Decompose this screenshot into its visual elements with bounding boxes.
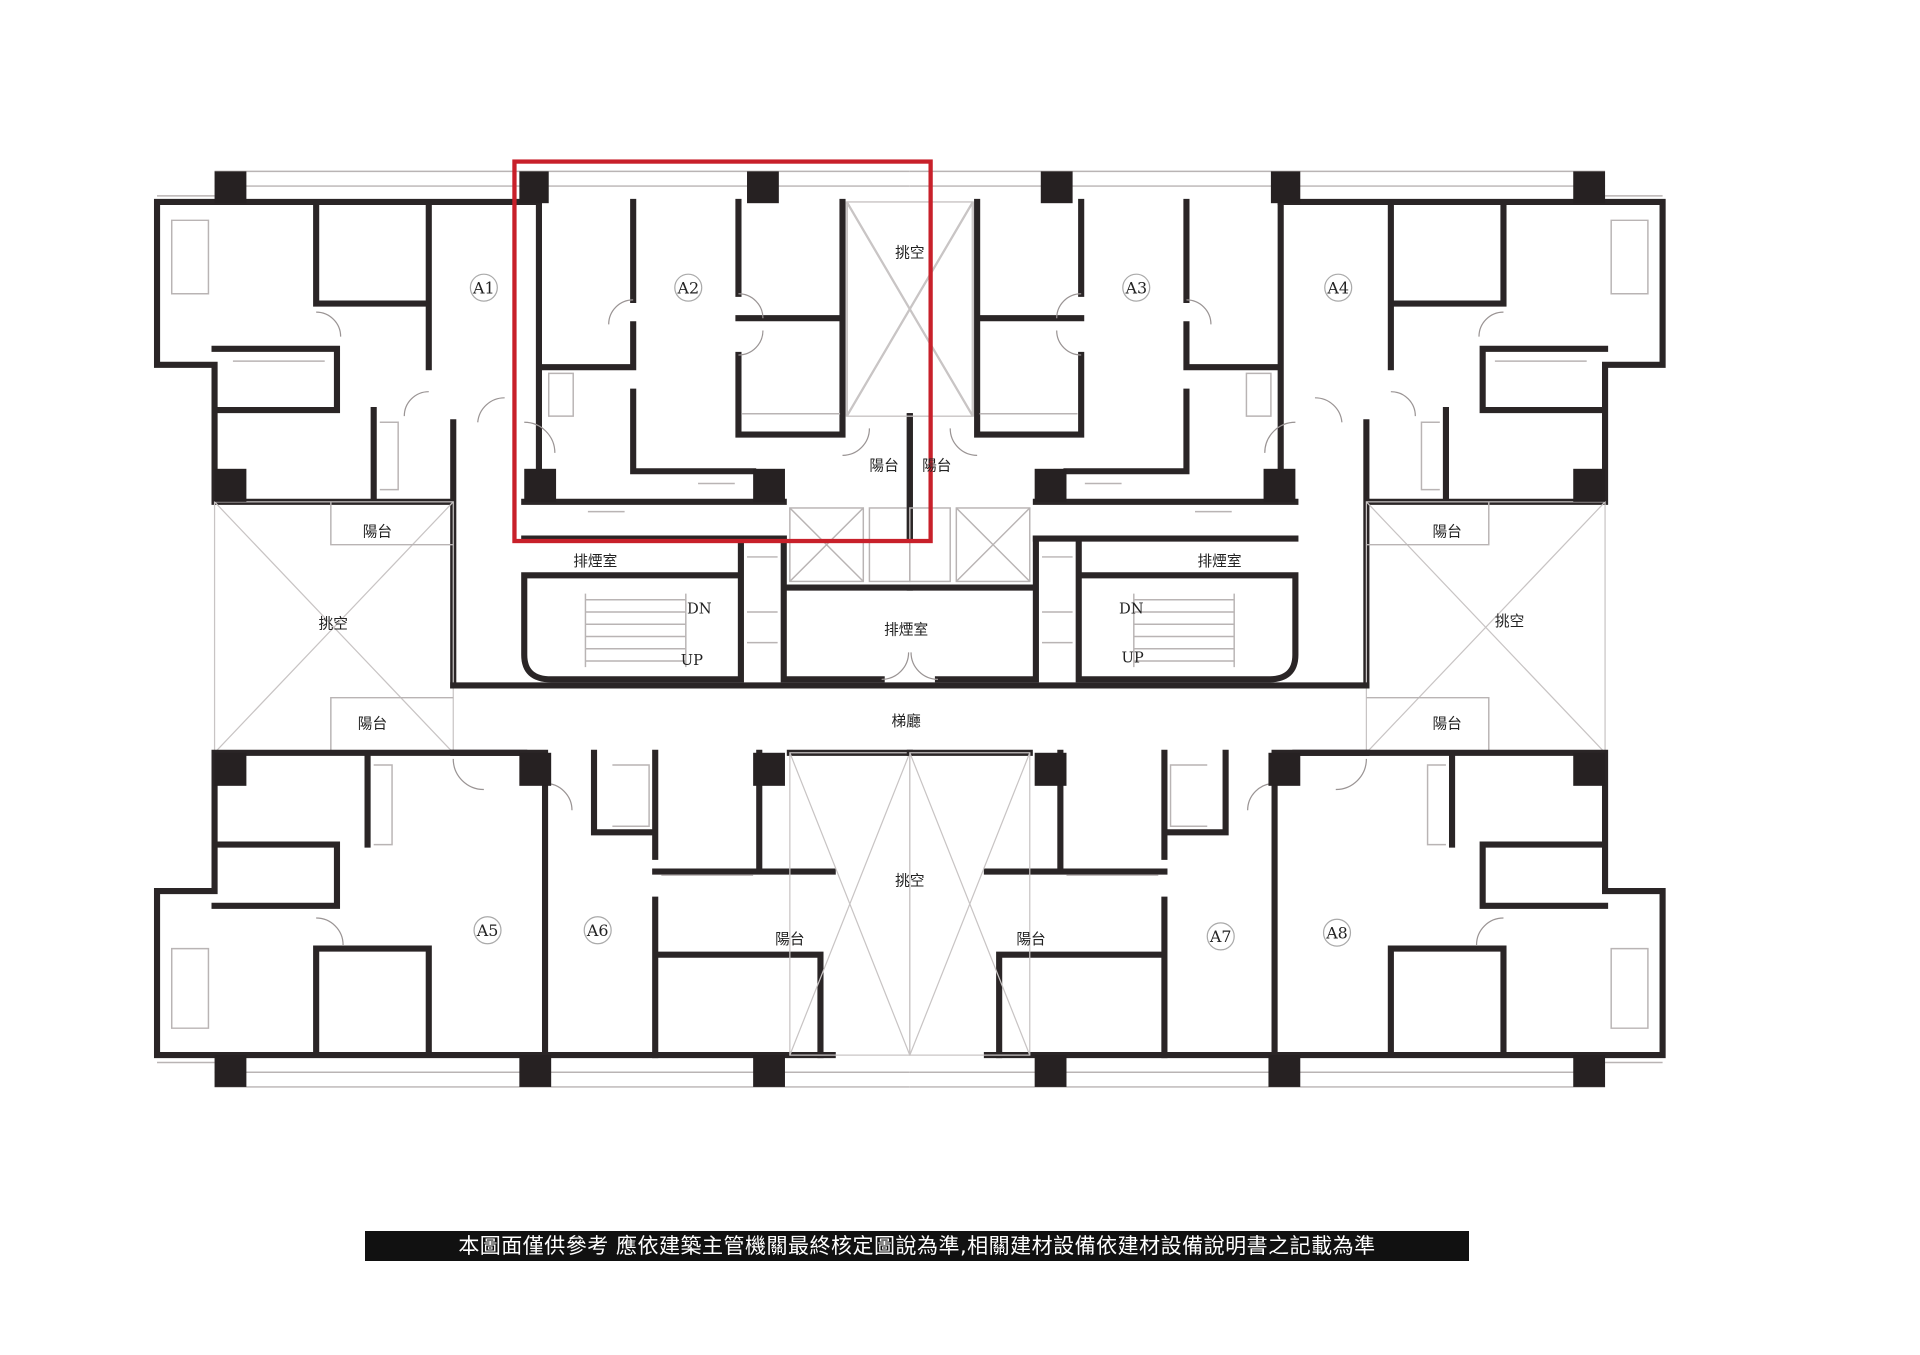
balcony-label: 陽台 [1016, 931, 1045, 948]
stair-up-label: UP [681, 652, 703, 669]
balcony-label: 陽台 [922, 457, 951, 474]
svg-text:A2: A2 [676, 278, 699, 297]
unit-label-a2[interactable]: A2 [674, 273, 703, 302]
svg-text:A7: A7 [1209, 927, 1232, 946]
balcony-label: 陽台 [869, 457, 898, 474]
unit-label-a8[interactable]: A8 [1322, 918, 1352, 947]
svg-text:A6: A6 [586, 921, 609, 940]
svg-text:A1: A1 [472, 278, 495, 297]
void-label-right: 挑空 [1495, 613, 1524, 630]
stair-down-label: DN [1119, 601, 1144, 618]
plan-right-half [846, 171, 1662, 1087]
unit-label-a4[interactable]: A4 [1324, 273, 1353, 302]
stair-up-label: UP [1121, 650, 1143, 667]
svg-text:A3: A3 [1124, 278, 1147, 297]
svg-text:A5: A5 [476, 921, 499, 940]
svg-text:A4: A4 [1326, 278, 1349, 297]
svg-text:A8: A8 [1325, 923, 1348, 942]
void-label-top: 挑空 [895, 244, 924, 261]
unit-label-a7[interactable]: A7 [1206, 922, 1235, 951]
balcony-label: 陽台 [358, 716, 387, 733]
lobby-label: 梯廳 [891, 712, 921, 730]
stair-down-label: DN [687, 601, 712, 618]
balcony-label: 陽台 [775, 931, 804, 948]
plan-left-half [157, 171, 973, 1087]
void-label-left: 挑空 [319, 615, 348, 632]
void-label-bottom: 挑空 [895, 872, 924, 889]
balcony-label: 陽台 [1432, 716, 1461, 733]
smoke-room-label: 排煙室 [884, 621, 928, 638]
unit-label-a3[interactable]: A3 [1122, 273, 1151, 302]
highlight-box-a2 [512, 159, 933, 544]
disclaimer-banner: 本圖面僅供參考 應依建築主管機關最終核定圖說為準,相關建材設備依建材設備說明書之… [365, 1231, 1469, 1261]
unit-label-a6[interactable]: A6 [583, 916, 612, 945]
smoke-room-label: 排煙室 [1197, 553, 1241, 570]
smoke-room-label: 排煙室 [573, 553, 617, 570]
unit-label-a1[interactable]: A1 [469, 273, 498, 302]
balcony-label: 陽台 [363, 523, 392, 540]
balcony-label: 陽台 [1432, 523, 1461, 540]
unit-label-a5[interactable]: A5 [473, 916, 502, 945]
